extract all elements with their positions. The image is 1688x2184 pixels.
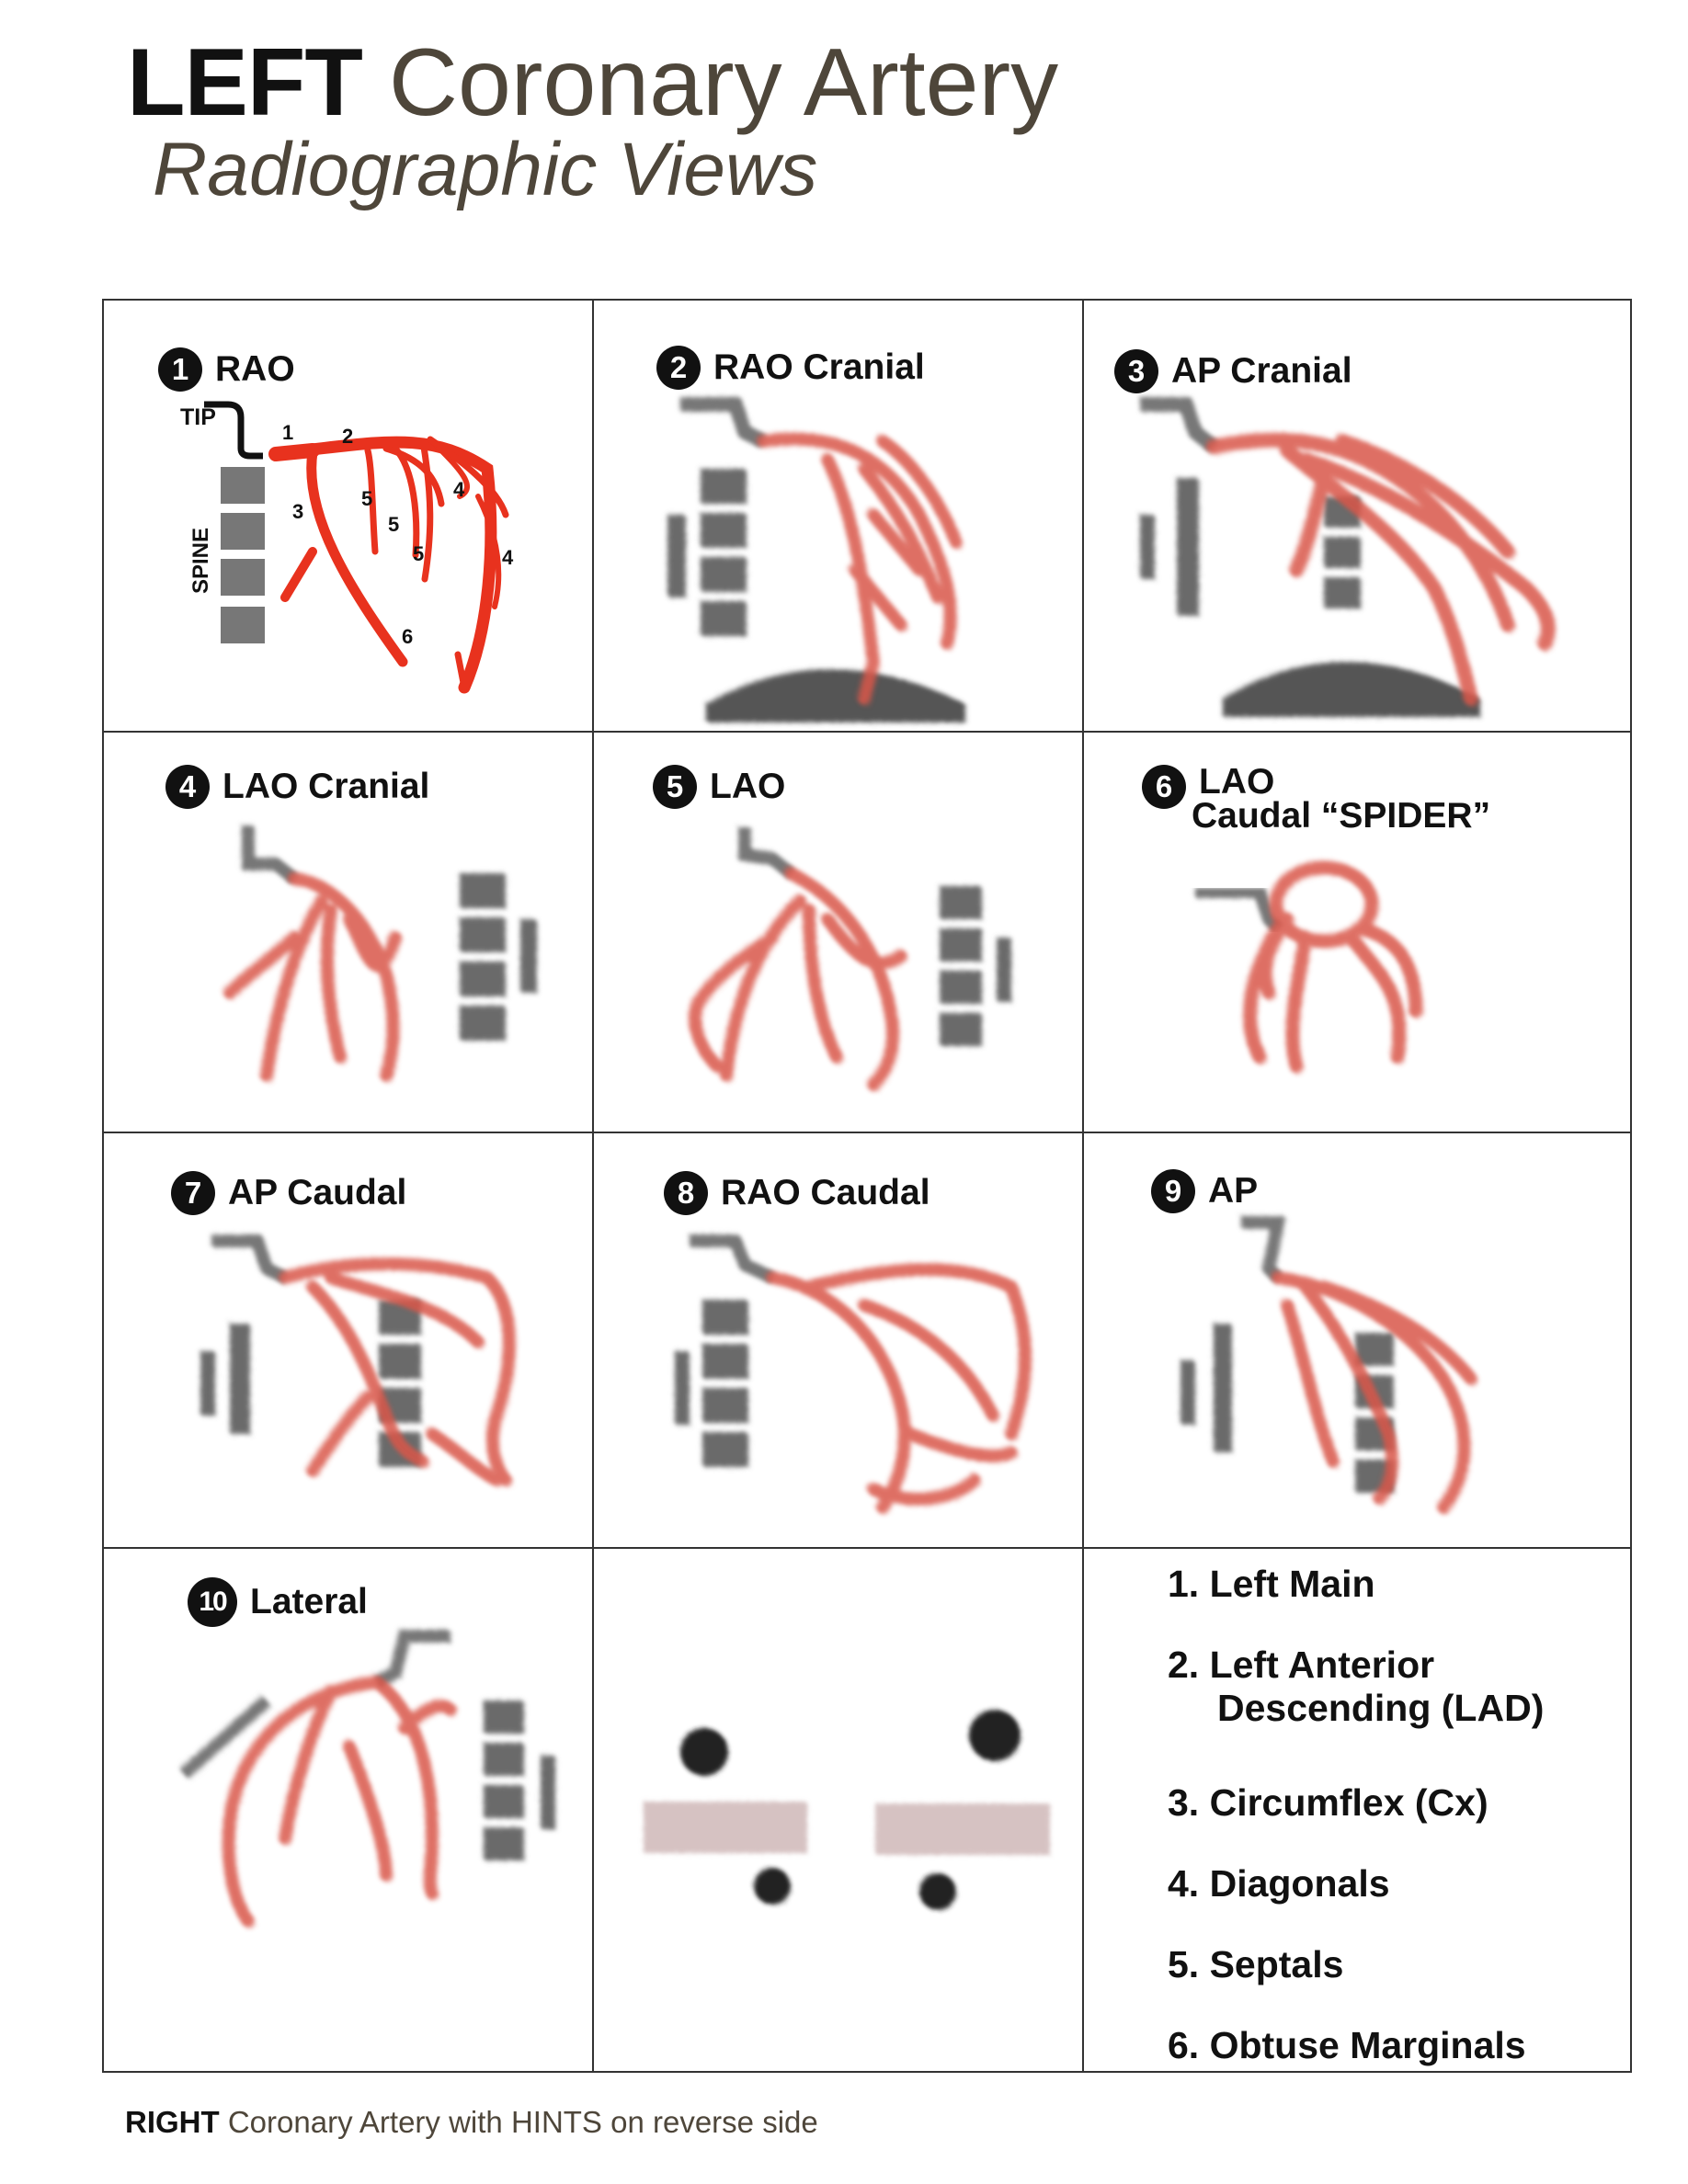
n3: 3 xyxy=(292,500,303,523)
panel-7-label: 7 AP Caudal xyxy=(171,1171,406,1215)
panel-5-number: 5 xyxy=(653,765,697,809)
page-subtitle: Radiographic Views xyxy=(153,128,818,211)
panel-4-label: 4 LAO Cranial xyxy=(165,765,429,809)
legend-item-5: 5. Septals xyxy=(1168,1943,1344,1985)
n6: 6 xyxy=(402,625,413,648)
panel-1-label: 1 RAO xyxy=(158,347,295,392)
rao-caudal-view xyxy=(675,1234,1032,1514)
legend-item-3: 3. Circumflex (Cx) xyxy=(1168,1781,1488,1824)
ap-cranial-view xyxy=(1140,397,1556,717)
panel-3-label: 3 AP Cranial xyxy=(1114,349,1352,393)
rao-cranial-view xyxy=(667,397,965,722)
n5c: 5 xyxy=(413,542,424,565)
panel-9-label: 9 AP xyxy=(1151,1169,1258,1213)
panel-9-number: 9 xyxy=(1151,1169,1195,1213)
tip-label: TIP xyxy=(180,404,216,430)
rao-arteries xyxy=(268,436,509,694)
lateral-view xyxy=(179,1630,555,1928)
footer-rest: Coronary Artery with HINTS on reverse si… xyxy=(227,2105,818,2139)
panel-2-number: 2 xyxy=(656,346,701,390)
panel-8-number: 8 xyxy=(664,1171,708,1215)
ap-view xyxy=(1180,1216,1477,1514)
panel-2-text: RAO Cranial xyxy=(713,347,925,387)
panel-2-label: 2 RAO Cranial xyxy=(656,346,925,390)
panel-10-number: 10 xyxy=(188,1577,237,1627)
n4b: 4 xyxy=(502,546,514,569)
n4a: 4 xyxy=(453,478,465,501)
n5a: 5 xyxy=(361,487,372,510)
panel-8-label: 8 RAO Caudal xyxy=(664,1171,930,1215)
panel-7-number: 7 xyxy=(171,1171,215,1215)
n2: 2 xyxy=(342,425,353,448)
title-bold: LEFT xyxy=(127,29,363,136)
legend-item-6: 6. Obtuse Marginals xyxy=(1168,2024,1526,2066)
legend-item-1: 1. Left Main xyxy=(1168,1563,1375,1605)
hint-images xyxy=(644,1710,1050,1910)
panel-5-label: 5 LAO xyxy=(653,765,785,809)
lao-view xyxy=(689,827,1011,1091)
legend-item-4: 4. Diagonals xyxy=(1168,1862,1390,1905)
spine-blocks xyxy=(221,467,265,643)
legend-item-2-line-2: Descending (LAD) xyxy=(1217,1687,1545,1729)
rao-diagram: TIP SPINE 1 2 3 4 4 5 5 5 6 xyxy=(180,401,514,694)
panel-4-text: LAO Cranial xyxy=(222,767,430,806)
n5b: 5 xyxy=(388,513,399,536)
panel-6-text: LAO xyxy=(1199,762,1275,802)
ap-caudal-view xyxy=(200,1234,516,1486)
footer-bold: RIGHT xyxy=(125,2105,220,2139)
panel-3-number: 3 xyxy=(1114,349,1158,393)
panel-4-number: 4 xyxy=(165,765,210,809)
panel-10-text: Lateral xyxy=(250,1582,368,1621)
page-title: LEFT Coronary Artery xyxy=(127,35,1058,131)
panel-1-text: RAO xyxy=(215,349,295,389)
title-rest: Coronary Artery xyxy=(388,29,1059,136)
spine-label: SPINE xyxy=(188,528,213,594)
panel-9-text: AP xyxy=(1208,1171,1259,1211)
lao-caudal-view xyxy=(1195,860,1423,1074)
panel-8-text: RAO Caudal xyxy=(721,1173,930,1212)
lao-cranial-view xyxy=(223,825,537,1082)
n1: 1 xyxy=(282,421,293,444)
panel-1-number: 1 xyxy=(158,347,202,392)
panel-3-text: AP Cranial xyxy=(1171,351,1352,391)
catheter-tip xyxy=(204,401,263,460)
footer-note: RIGHT Coronary Artery with HINTS on reve… xyxy=(125,2105,818,2140)
panel-10-label: 10 Lateral xyxy=(188,1577,368,1627)
panel-6-number: 6 xyxy=(1142,765,1186,809)
panel-5-text: LAO xyxy=(710,767,786,806)
grid-lines xyxy=(102,299,1632,2073)
panel-7-text: AP Caudal xyxy=(228,1173,407,1212)
panel-6-text-2: Caudal “SPIDER” xyxy=(1192,796,1491,836)
